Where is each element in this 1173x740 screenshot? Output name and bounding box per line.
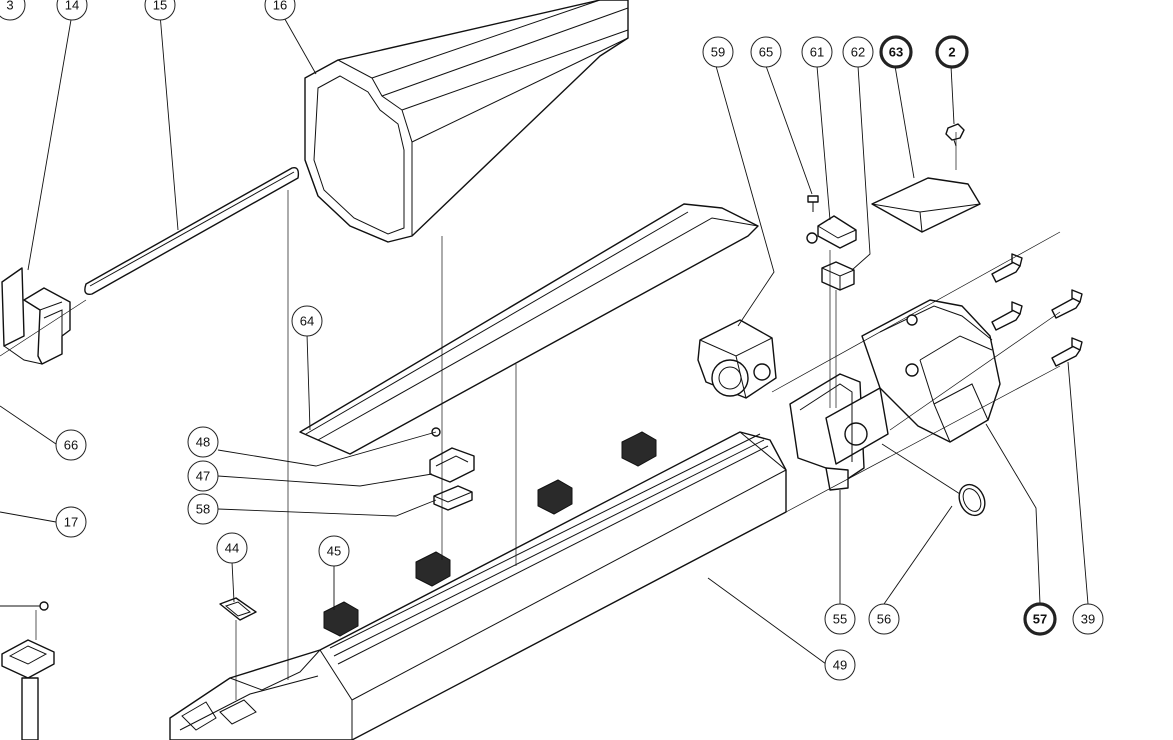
svg-text:58: 58 (196, 502, 210, 517)
callout-44[interactable]: 44 (216, 532, 248, 564)
svg-text:59: 59 (711, 45, 725, 60)
svg-text:57: 57 (1033, 612, 1047, 627)
svg-text:39: 39 (1081, 612, 1095, 627)
part-56-ring (958, 483, 986, 517)
svg-text:61: 61 (810, 45, 824, 60)
part-58-block (433, 485, 473, 511)
callout-48[interactable]: 48 (187, 426, 219, 458)
svg-text:49: 49 (833, 658, 847, 673)
assembly-axes (0, 132, 1061, 700)
part-49-main-extrusion (169, 431, 787, 740)
svg-text:65: 65 (759, 45, 773, 60)
part-63-cover-plate (871, 177, 981, 233)
part-39-bolts (991, 253, 1083, 367)
callout-61[interactable]: 61 (801, 36, 833, 68)
part-14-bracket (1, 267, 71, 365)
part-48-fitting (429, 427, 475, 483)
svg-text:45: 45 (327, 544, 341, 559)
leader-lines (0, 13, 1089, 665)
svg-text:15: 15 (153, 0, 167, 13)
callout-56[interactable]: 56 (868, 603, 900, 635)
part-55-mount-bracket (789, 373, 889, 491)
svg-text:56: 56 (877, 612, 891, 627)
part-left-fitting (1, 601, 55, 740)
callout-59[interactable]: 59 (702, 36, 734, 68)
part-15-rod (84, 167, 300, 295)
part-61-clip (806, 215, 857, 249)
svg-text:66: 66 (64, 438, 78, 453)
part-16-housing-tube (304, 0, 629, 243)
callout-66[interactable]: 66 (55, 429, 87, 461)
callout-65[interactable]: 65 (750, 36, 782, 68)
part-45-slider (323, 431, 657, 637)
svg-text:17: 17 (64, 515, 78, 530)
callout-57[interactable]: 57 (1023, 602, 1057, 636)
callout-49[interactable]: 49 (824, 649, 856, 681)
part-57-end-housing (861, 299, 1001, 443)
part-65-screw (807, 195, 819, 212)
callout-55[interactable]: 55 (824, 603, 856, 635)
callout-39[interactable]: 39 (1072, 603, 1104, 635)
svg-text:62: 62 (851, 45, 865, 60)
callout-45[interactable]: 45 (318, 535, 350, 567)
callout-3[interactable]: 3 (0, 0, 26, 21)
callout-2[interactable]: 2 (935, 35, 969, 69)
callout-17[interactable]: 17 (55, 506, 87, 538)
callout-15[interactable]: 15 (144, 0, 176, 21)
callouts: 3 14 15 16 59 65 61 62 63 2 64 66 48 47 … (0, 0, 1104, 681)
svg-text:55: 55 (833, 612, 847, 627)
callout-58[interactable]: 58 (187, 493, 219, 525)
svg-text:16: 16 (273, 0, 287, 13)
callout-64[interactable]: 64 (291, 305, 323, 337)
callout-63[interactable]: 63 (879, 35, 913, 69)
part-59-end-cap (697, 319, 777, 399)
svg-text:63: 63 (889, 45, 903, 60)
callout-47[interactable]: 47 (187, 460, 219, 492)
part-44-pad (219, 597, 257, 621)
svg-text:3: 3 (6, 0, 13, 13)
callout-16[interactable]: 16 (264, 0, 296, 21)
svg-text:47: 47 (196, 469, 210, 484)
part-64-cover-strip (299, 203, 759, 455)
svg-text:48: 48 (196, 435, 210, 450)
callout-14[interactable]: 14 (56, 0, 88, 21)
svg-text:64: 64 (300, 314, 314, 329)
svg-text:14: 14 (65, 0, 79, 13)
svg-text:44: 44 (225, 541, 239, 556)
part-62-block (821, 261, 855, 291)
callout-62[interactable]: 62 (842, 36, 874, 68)
svg-text:2: 2 (948, 45, 955, 60)
part-2-screw (945, 123, 965, 147)
